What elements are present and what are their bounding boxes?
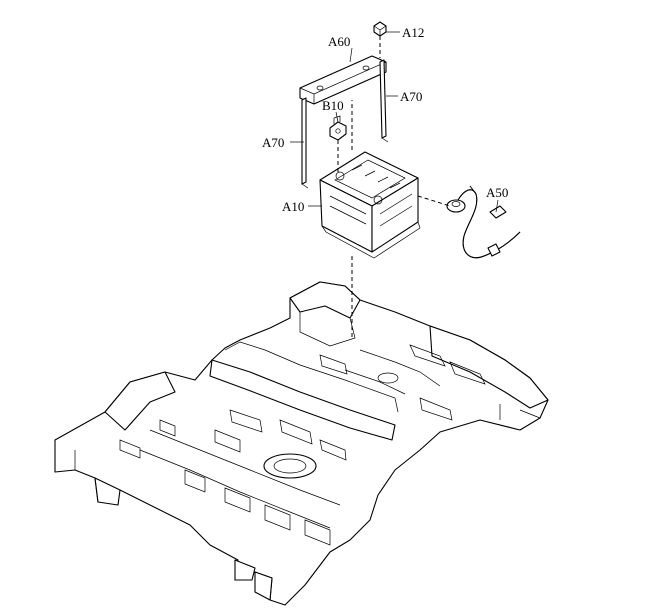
callout-a60: A60 — [328, 34, 350, 49]
assembly-lines — [337, 36, 451, 340]
rod-a70-left — [301, 97, 309, 189]
nut-a12 — [373, 21, 387, 37]
floor-panel — [54, 281, 549, 606]
callout-a70-right: A70 — [400, 89, 422, 104]
vent-hose-a50 — [446, 185, 521, 259]
callout-b10: B10 — [322, 98, 344, 113]
leader-lines — [290, 31, 499, 213]
rod-a70-right — [379, 59, 389, 143]
bracket-a60 — [299, 55, 387, 105]
callout-a12: A12 — [402, 25, 424, 40]
battery-a10 — [319, 151, 421, 259]
clamp-b10 — [329, 115, 347, 141]
callout-a10: A10 — [282, 199, 304, 214]
callout-a50: A50 — [486, 185, 508, 200]
callout-a70-left: A70 — [262, 135, 284, 150]
